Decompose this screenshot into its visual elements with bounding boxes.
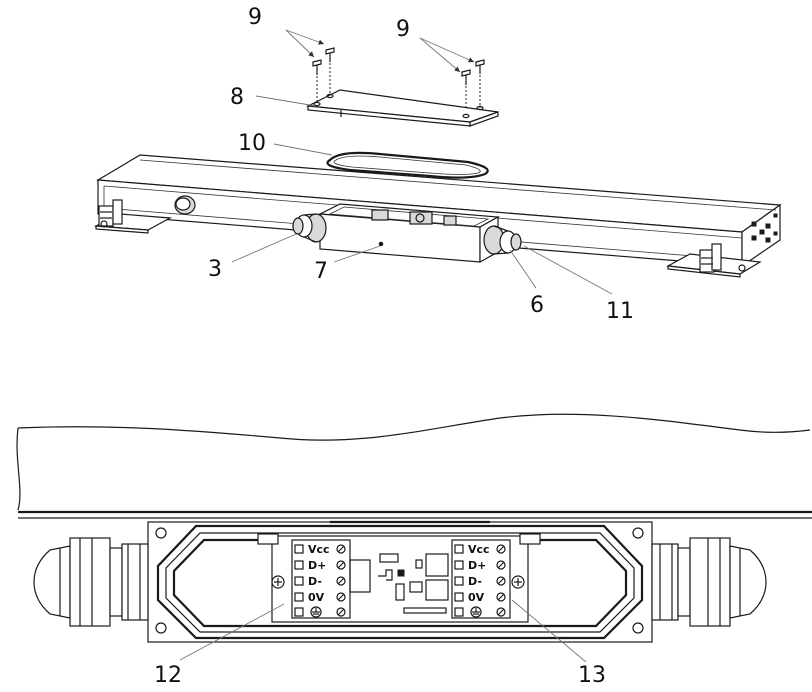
- terminal-label: D+: [308, 559, 326, 572]
- terminal-row: [454, 606, 506, 618]
- callout-8: 8: [230, 85, 244, 110]
- lid-plate: [305, 89, 499, 127]
- terminal-label: Vcc: [468, 543, 490, 556]
- round-button: [174, 195, 196, 215]
- terminal-row: D-: [454, 575, 506, 588]
- mounting-bracket-left: [93, 199, 173, 234]
- terminal-row: [294, 606, 346, 618]
- terminal-label: D+: [468, 559, 486, 572]
- callout-12: 12: [154, 663, 182, 688]
- cable-gland-left: [292, 213, 327, 243]
- terminal-block-left: Vcc D+ D- 0V: [291, 539, 351, 619]
- cable-gland-side-left: [33, 537, 149, 627]
- callout-13: 13: [578, 663, 606, 688]
- ground-icon: [470, 606, 482, 618]
- junction-box: [317, 203, 501, 264]
- screw-icon: [312, 47, 485, 85]
- terminal-label: Vcc: [308, 543, 330, 556]
- callout-3: 3: [208, 257, 222, 282]
- terminal-row: 0V: [294, 591, 346, 604]
- terminal-row: Vcc: [454, 543, 506, 556]
- terminal-row: D-: [294, 575, 346, 588]
- terminal-label: 0V: [308, 591, 325, 604]
- terminal-row: D+: [294, 559, 346, 572]
- terminal-label: D-: [308, 575, 322, 588]
- callout-7: 7: [314, 259, 328, 284]
- terminal-row: D+: [454, 559, 506, 572]
- mounting-screw-icon: [271, 575, 525, 589]
- gasket: [326, 151, 489, 179]
- callout-10: 10: [238, 131, 266, 156]
- board-components: [349, 553, 449, 614]
- callout-9-right: 9: [396, 17, 410, 42]
- terminal-label: 0V: [468, 591, 485, 604]
- mounting-bracket-right: [666, 243, 762, 278]
- ground-icon: [310, 606, 322, 618]
- callout-11: 11: [606, 299, 634, 324]
- callout-6: 6: [530, 293, 544, 318]
- terminal-label: D-: [468, 575, 482, 588]
- cable-gland-right: [483, 225, 522, 255]
- callout-9-left: 9: [248, 5, 262, 30]
- corner-screw-icon: [155, 527, 644, 634]
- terminal-row: Vcc: [294, 543, 346, 556]
- detail-view: Vcc D+ D- 0V: [16, 413, 812, 688]
- terminal-block-right: Vcc D+ D- 0V: [451, 539, 511, 619]
- exploded-view: 9 9 8 10 3 7 6 11: [93, 5, 782, 324]
- terminal-row: 0V: [454, 591, 506, 604]
- cable-gland-side-right: [651, 537, 767, 627]
